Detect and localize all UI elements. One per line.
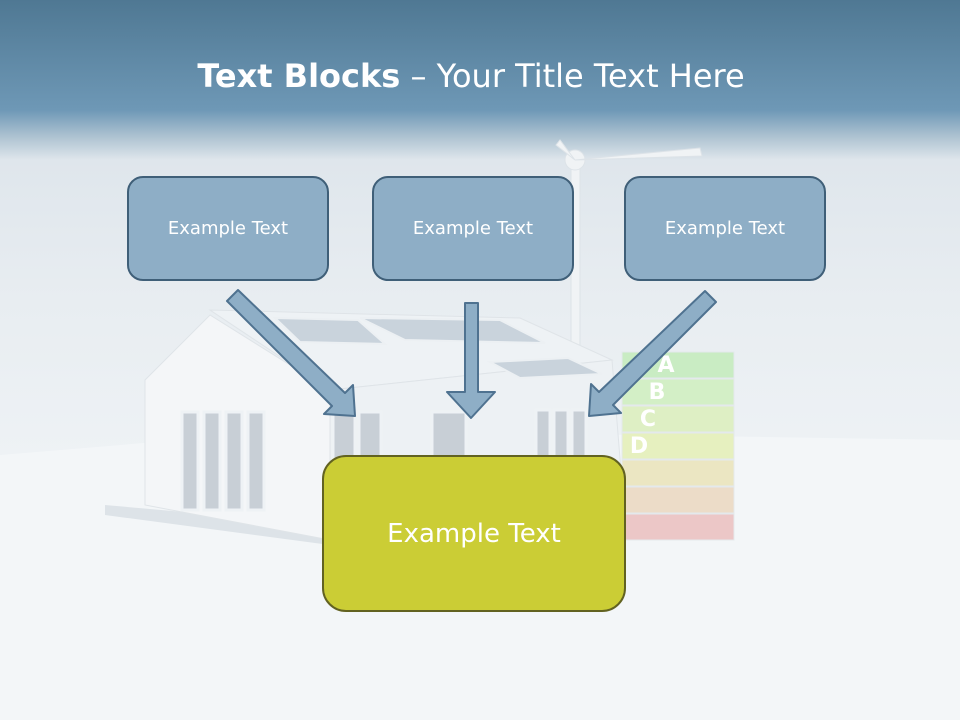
text-block-right-label: Example Text [664,218,786,239]
text-block-center[interactable]: Example Text [372,176,574,281]
slide-title: Text Blocks – Your Title Text Here [0,54,942,98]
text-block-main[interactable]: Example Text [322,455,626,612]
arrow-center-down [446,302,496,419]
title-rest: Your Title Text Here [436,57,745,95]
energy-bar [621,405,735,433]
energy-letter: D [630,434,648,459]
energy-bar [621,432,735,460]
energy-bar [621,513,735,541]
text-block-right[interactable]: Example Text [624,176,826,281]
text-block-center-label: Example Text [412,218,534,239]
solar-panels-illustration [272,316,603,380]
arrow-right-down-left [588,290,717,417]
house-windows-illustration [180,408,588,512]
energy-letter: A [657,353,674,378]
text-block-left[interactable]: Example Text [127,176,329,281]
arrow-left-down-right [226,289,356,417]
energy-bar [621,378,735,406]
title-bold: Text Blocks [197,57,401,95]
energy-bar [621,459,735,487]
energy-letter: C [640,407,656,432]
text-block-main-label: Example Text [387,518,561,549]
title-dash: – [400,57,437,95]
text-block-left-label: Example Text [167,218,289,239]
energy-letter: B [649,380,666,405]
